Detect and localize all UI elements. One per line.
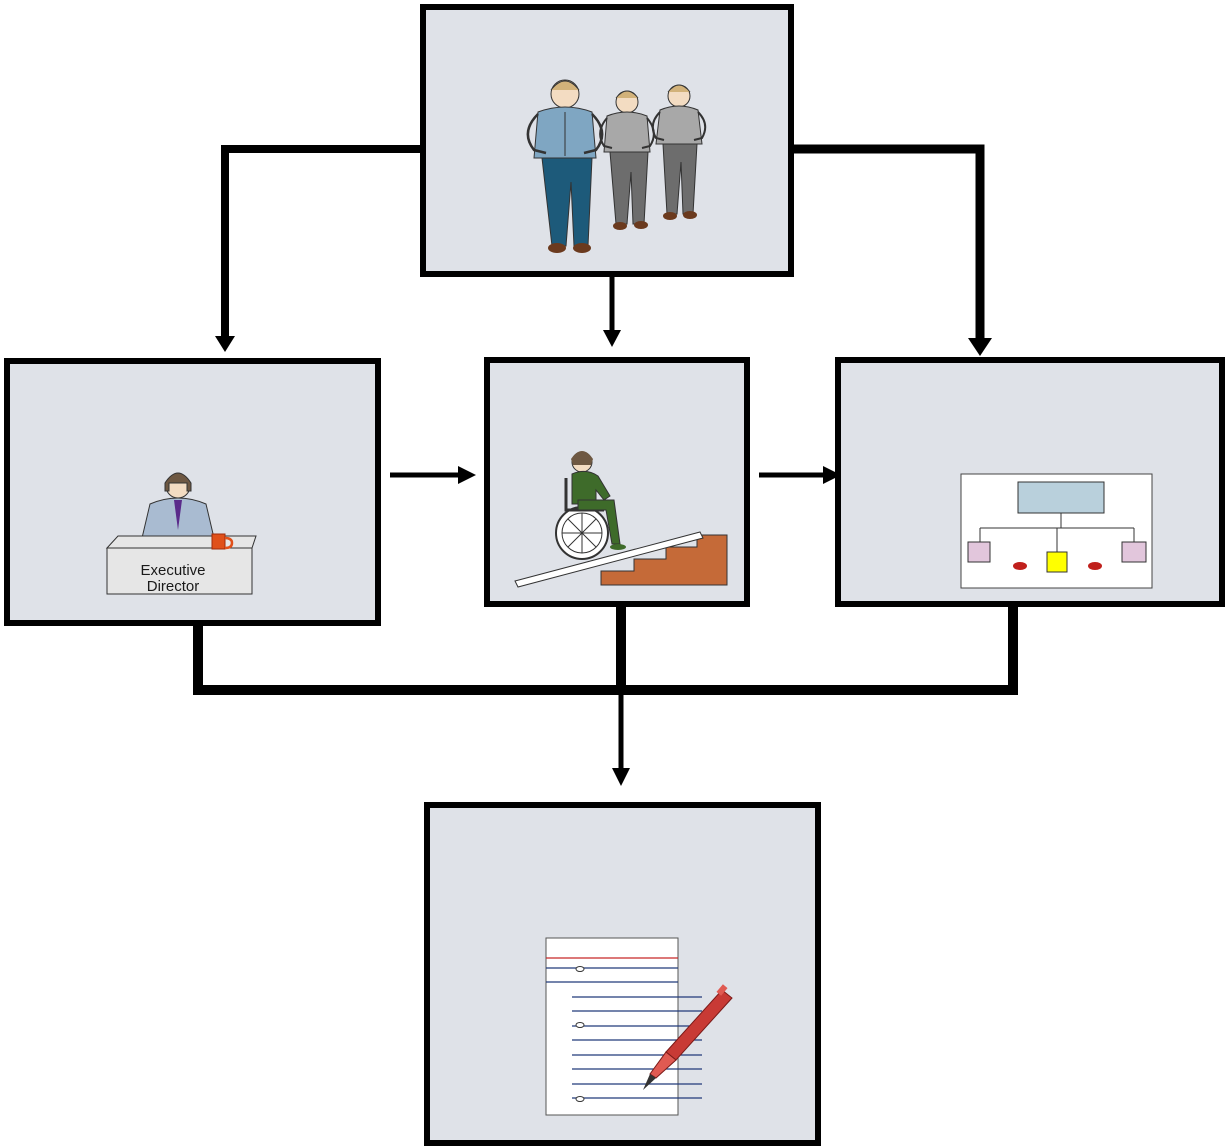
executive-at-desk-icon: Executive Director [105,472,257,595]
paper-and-pen-icon [545,937,733,1116]
arrowhead-director [215,336,235,352]
org-left-dot [1013,562,1027,570]
arrowhead-structure-left [823,466,841,484]
wheelchair-ramp-icon [514,451,728,588]
connectors [193,144,1018,770]
org-top-node [1017,481,1105,514]
box-team [420,4,794,277]
pen [643,984,733,1090]
connector-team-to-structure [792,144,985,340]
arrowhead-access-top [603,330,621,347]
group-of-people-icon [526,79,707,253]
connector-merge-bus [193,604,1018,695]
arrowhead-access-left [458,466,476,484]
arrowhead-structure [968,338,992,356]
box-director: Executive Director [4,358,381,626]
desk-label-line1: Executive [140,562,205,579]
org-right-dot [1088,562,1102,570]
box-plan [424,802,821,1146]
arrowheads [215,330,992,786]
connector-team-to-director [221,145,422,338]
box-structure [835,357,1225,607]
mug [211,533,226,550]
org-center-node [1046,551,1068,573]
desk-label-line2: Director [147,578,200,595]
ramp [514,531,704,588]
arrowhead-plan [612,768,630,786]
org-chart-icon [960,473,1153,589]
org-left-node [967,541,991,563]
desk [105,535,257,549]
org-right-node [1121,541,1147,563]
box-access [484,357,750,607]
